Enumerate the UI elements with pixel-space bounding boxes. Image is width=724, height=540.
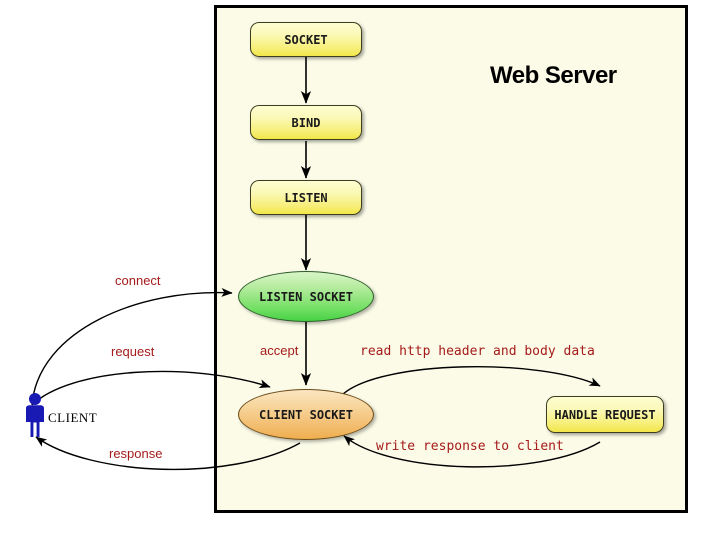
node-listen-socket[interactable]: LISTEN SOCKET [238, 271, 374, 322]
page-title: Web Server [490, 62, 617, 89]
edge-write [343, 435, 601, 468]
node-socket-label: SOCKET [284, 32, 328, 47]
node-handle-request[interactable]: HANDLE REQUEST [546, 396, 664, 433]
node-handle-request-label: HANDLE REQUEST [554, 407, 656, 422]
node-listen[interactable]: LISTEN [250, 180, 362, 215]
edge-read [341, 366, 601, 396]
edge-label-connect: connect [115, 273, 161, 288]
node-listen-label: LISTEN [284, 190, 328, 205]
edge-label-request: request [111, 344, 155, 359]
node-client-socket-label: CLIENT SOCKET [259, 407, 353, 422]
person-icon [26, 393, 44, 437]
edge-response [35, 436, 301, 471]
edge-label-read: read http header and body data [360, 344, 595, 359]
edge-connect [31, 287, 233, 406]
edge-request [31, 370, 271, 406]
node-client-socket[interactable]: CLIENT SOCKET [238, 389, 374, 440]
edge-label-accept: accept [260, 343, 299, 358]
node-bind-label: BIND [291, 115, 321, 130]
edge-label-response: response [109, 446, 163, 461]
node-bind[interactable]: BIND [250, 105, 362, 140]
edge-label-write: write response to client [376, 439, 564, 454]
node-socket[interactable]: SOCKET [250, 22, 362, 57]
node-listen-socket-label: LISTEN SOCKET [259, 289, 353, 304]
actor-label: CLIENT [48, 410, 98, 425]
